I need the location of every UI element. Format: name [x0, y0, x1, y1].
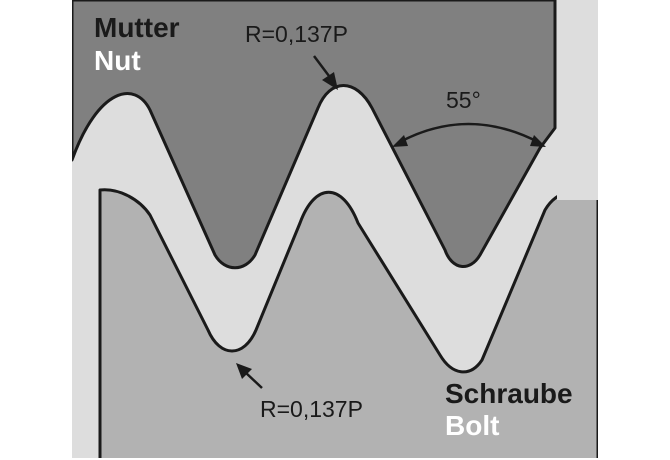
angle-arc [397, 122, 541, 145]
bolt-label-en: Bolt [445, 410, 499, 441]
nut-label-de: Mutter [94, 12, 180, 43]
right-margin [598, 0, 670, 460]
radius-top-label: R=0,137P [245, 21, 348, 47]
angle-arrow-left [392, 135, 408, 147]
radius-bottom-arrow-line [244, 371, 263, 389]
left-margin [0, 0, 72, 460]
radius-bottom-arrowhead [236, 363, 252, 379]
angle-label: 55° [446, 87, 481, 113]
nut-side-strip [557, 0, 598, 200]
bolt-label-de: Schraube [445, 378, 573, 409]
radius-top-arrowhead [322, 72, 338, 90]
radius-bottom-label: R=0,137P [260, 396, 363, 422]
nut-profile [70, 0, 557, 270]
nut-label-en: Nut [94, 45, 141, 76]
angle-arrow-right [530, 135, 546, 147]
bolt-profile [98, 188, 600, 460]
bottom-strip [72, 458, 598, 460]
